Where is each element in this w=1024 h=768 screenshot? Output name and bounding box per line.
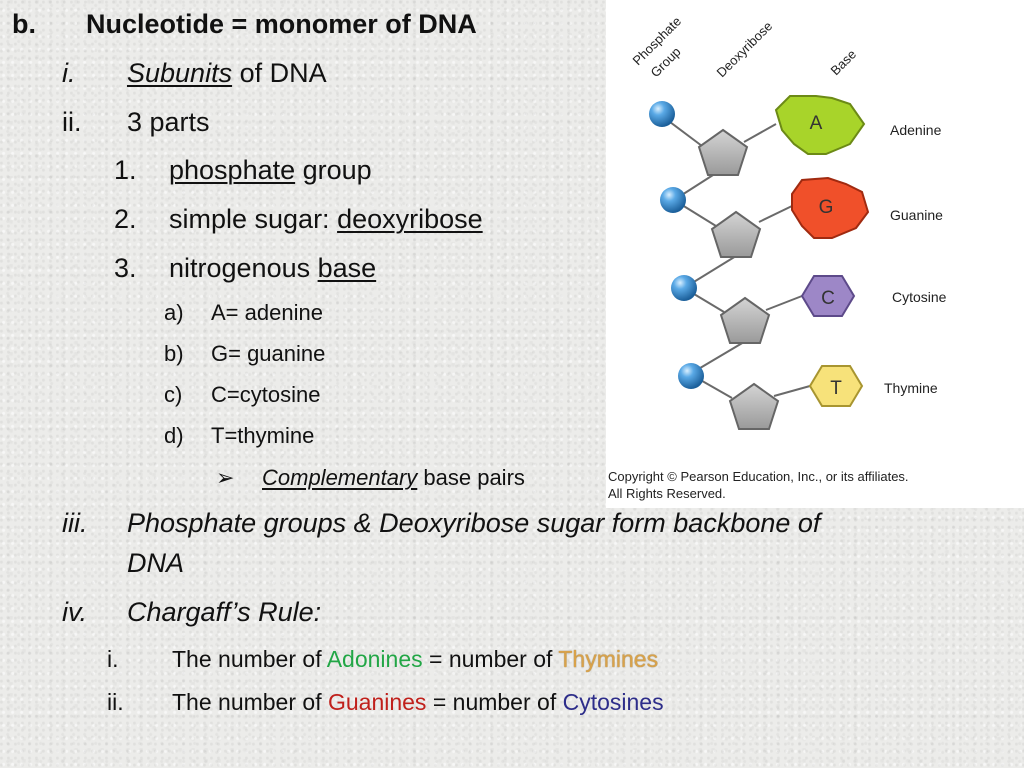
part-1-marker: 1. xyxy=(114,155,137,185)
heading-marker: b. xyxy=(12,9,36,39)
phosphate-3-icon xyxy=(671,275,697,301)
sugar-4-icon xyxy=(728,382,780,430)
item-i-rest: of DNA xyxy=(232,58,327,88)
guanine-base-icon xyxy=(791,176,870,239)
rule-1-text: The number of Adonines = number of Thymi… xyxy=(172,646,659,672)
rule-2-text: The number of Guanines = number of Cytos… xyxy=(172,689,664,715)
cytosines-word: Cytosines xyxy=(562,689,664,715)
item-ii-marker: ii. xyxy=(62,107,82,137)
item-iv-text: Chargaff’s Rule: xyxy=(127,597,322,627)
base-b-text: G= guanine xyxy=(211,341,326,366)
base-c-marker: c) xyxy=(164,382,183,407)
complementary-text: Complementary base pairs xyxy=(262,465,525,490)
heading-text: Nucleotide = monomer of DNA xyxy=(86,9,477,39)
copyright-line-1: Copyright © Pearson Education, Inc., or … xyxy=(608,469,909,484)
part-3-text: nitrogenous base xyxy=(169,253,377,283)
part-2-marker: 2. xyxy=(114,204,137,234)
base-b-marker: b) xyxy=(164,341,184,366)
adonines-word: Adonines xyxy=(326,646,423,672)
adenine-base-icon xyxy=(774,95,866,155)
item-i-marker: i. xyxy=(62,58,76,88)
part-3-marker: 3. xyxy=(114,253,137,283)
nucleotide-figure: Phosphate Group Deoxyribose Base xyxy=(606,0,1024,508)
phosphate-4-icon xyxy=(678,363,704,389)
rule-1-marker: i. xyxy=(107,646,119,672)
cytosine-base-icon xyxy=(800,275,856,317)
base-term: base xyxy=(317,253,377,283)
part-2-text: simple sugar: deoxyribose xyxy=(169,204,483,234)
sugar-2-icon xyxy=(710,210,762,258)
thymine-label: Thymine xyxy=(884,380,938,396)
item-iii-line1: Phosphate groups & Deoxyribose sugar for… xyxy=(127,508,821,538)
thymine-base-icon xyxy=(808,365,864,407)
phosphate-term: phosphate xyxy=(169,155,296,185)
complementary-term: Complementary xyxy=(262,465,418,490)
base-letter-t: T xyxy=(830,378,842,399)
guanines-word: Guanines xyxy=(327,689,427,715)
column-label-deoxyribose: Deoxyribose xyxy=(714,18,776,80)
base-letter-a: A xyxy=(810,113,823,134)
deoxyribose-term: deoxyribose xyxy=(337,204,483,234)
base-d-marker: d) xyxy=(164,423,184,448)
item-iii-line2: DNA xyxy=(127,548,185,578)
rule-2-marker: ii. xyxy=(107,689,124,715)
item-ii-text: 3 parts xyxy=(127,107,210,137)
column-label-base: Base xyxy=(828,47,860,79)
cytosine-label: Cytosine xyxy=(892,289,947,305)
base-a-text: A= adenine xyxy=(211,300,323,325)
base-a-marker: a) xyxy=(164,300,184,325)
adenine-label: Adenine xyxy=(890,122,942,138)
sugar-1-icon xyxy=(697,128,749,176)
base-letter-c: C xyxy=(821,288,835,309)
part-1-text: phosphate group xyxy=(169,155,372,185)
arrow-bullet-icon: ➢ xyxy=(216,465,235,490)
phosphate-2-icon xyxy=(660,187,686,213)
item-i-text: Subunits of DNA xyxy=(127,60,327,87)
base-d-text: T=thymine xyxy=(211,423,315,448)
base-c-text: C=cytosine xyxy=(211,382,321,407)
thymines-word: Thymines xyxy=(558,646,659,672)
item-iv-marker: iv. xyxy=(62,597,87,627)
sugar-3-icon xyxy=(719,296,771,344)
phosphate-1-icon xyxy=(649,101,675,127)
base-letter-g: G xyxy=(819,197,834,218)
guanine-label: Guanine xyxy=(890,207,943,223)
copyright-line-2: All Rights Reserved. xyxy=(608,486,726,501)
item-iii-marker: iii. xyxy=(62,508,88,538)
subunits-term: Subunits xyxy=(127,58,233,88)
nucleotide-diagram: Phosphate Group Deoxyribose Base xyxy=(608,14,947,501)
